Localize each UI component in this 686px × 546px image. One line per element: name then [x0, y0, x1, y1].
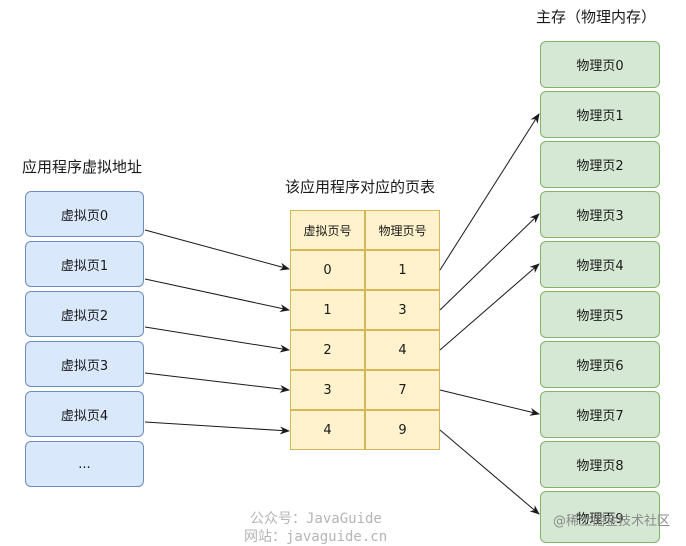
physical-page-4: 物理页4 [540, 241, 660, 288]
arrow-row4-to-pp9 [439, 429, 540, 515]
table-cell-ppn: 7 [365, 370, 440, 410]
table-cell-ppn: 1 [365, 250, 440, 290]
physical-page-5: 物理页5 [540, 291, 660, 338]
table-cell-vpn: 4 [290, 410, 365, 450]
arrow-vp1-to-row1 [144, 278, 290, 313]
arrow-vp0-to-row0 [144, 229, 290, 271]
virtual-page-ellipsis: ... [25, 441, 144, 487]
page-table-title: 该应用程序对应的页表 [285, 178, 436, 196]
table-cell-vpn: 1 [290, 290, 365, 330]
virtual-page-3: 虚拟页3 [25, 341, 144, 387]
physical-page-7: 物理页7 [540, 391, 660, 438]
main-memory-title: 主存（物理内存） [536, 8, 657, 26]
virtual-page-0: 虚拟页0 [25, 191, 144, 237]
table-header-virtual: 虚拟页号 [290, 210, 365, 250]
arrow-vp4-to-row4 [144, 421, 290, 435]
arrow-row3-to-pp7 [439, 389, 540, 416]
physical-page-6: 物理页6 [540, 341, 660, 388]
physical-page-1: 物理页1 [540, 91, 660, 138]
virtual-address-title: 应用程序虚拟地址 [22, 158, 143, 176]
physical-page-3: 物理页3 [540, 191, 660, 238]
table-cell-ppn: 9 [365, 410, 440, 450]
table-cell-ppn: 3 [365, 290, 440, 330]
table-cell-vpn: 3 [290, 370, 365, 410]
arrow-vp2-to-row2 [144, 326, 290, 353]
physical-page-0: 物理页0 [540, 41, 660, 88]
physical-page-8: 物理页8 [540, 441, 660, 488]
watermark-website: 网站：javaguide.cn [244, 529, 388, 545]
physical-page-9: 物理页9 [540, 491, 660, 543]
arrow-row1-to-pp3 [439, 213, 540, 311]
table-cell-vpn: 0 [290, 250, 365, 290]
table-cell-vpn: 2 [290, 330, 365, 370]
virtual-page-2: 虚拟页2 [25, 291, 144, 337]
table-cell-ppn: 4 [365, 330, 440, 370]
virtual-page-4: 虚拟页4 [25, 391, 144, 437]
juejin-watermark: @稀土掘金技术社区 [552, 514, 670, 529]
physical-page-2: 物理页2 [540, 141, 660, 188]
watermark-wechat: 公众号：JavaGuide [250, 511, 382, 527]
table-header-physical: 物理页号 [365, 210, 440, 250]
arrow-row2-to-pp4 [439, 263, 540, 351]
arrow-vp3-to-row3 [144, 372, 290, 393]
virtual-page-1: 虚拟页1 [25, 241, 144, 287]
arrow-row0-to-pp1 [439, 113, 540, 271]
